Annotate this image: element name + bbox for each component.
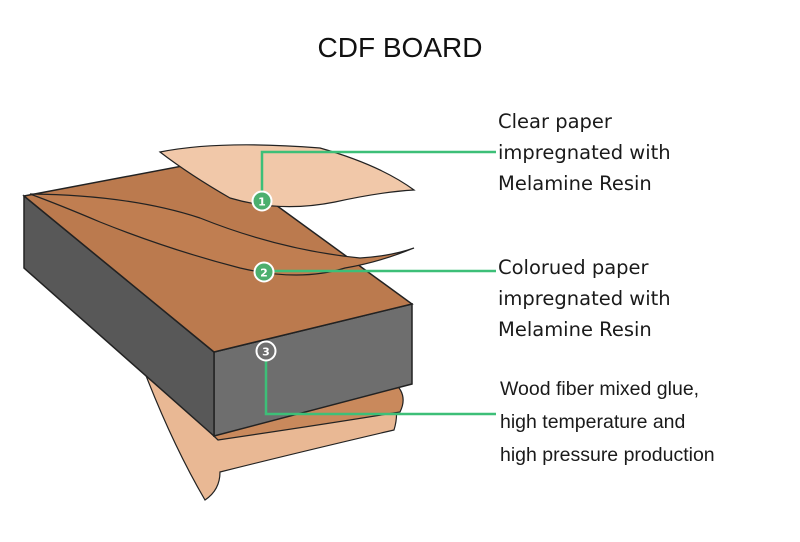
layer-2-label: Colorued paper impregnated with Melamine… xyxy=(498,252,671,345)
layer-1-line-3: Melamine Resin xyxy=(498,172,652,195)
layer-1-line-2: impregnated with xyxy=(498,141,671,164)
marker-1-number: 1 xyxy=(258,196,266,209)
marker-3: 3 xyxy=(255,340,277,362)
leader-line-3 xyxy=(264,352,496,416)
marker-1: 1 xyxy=(251,190,273,212)
layer-3-line-3: high pressure production xyxy=(500,444,715,466)
layer-3-line-1: Wood fiber mixed glue, xyxy=(500,378,700,400)
layer-2-line-2: impregnated with xyxy=(498,287,671,310)
layer-3-label: Wood fiber mixed glue, high temperature … xyxy=(500,373,715,472)
marker-2: 2 xyxy=(253,261,275,283)
marker-2-number: 2 xyxy=(260,267,268,280)
clear-paper-sheet xyxy=(158,144,416,208)
marker-3-number: 3 xyxy=(262,346,270,359)
layer-2-line-3: Melamine Resin xyxy=(498,318,652,341)
layer-2-line-1: Colorued paper xyxy=(498,256,649,279)
layer-1-label: Clear paper impregnated with Melamine Re… xyxy=(498,106,671,199)
layer-1-line-1: Clear paper xyxy=(498,110,612,133)
layer-3-line-2: high temperature and xyxy=(500,411,686,433)
leader-line-1 xyxy=(260,150,496,200)
colored-paper-sheet xyxy=(29,193,415,276)
diagram-title: CDF BOARD xyxy=(317,32,483,63)
